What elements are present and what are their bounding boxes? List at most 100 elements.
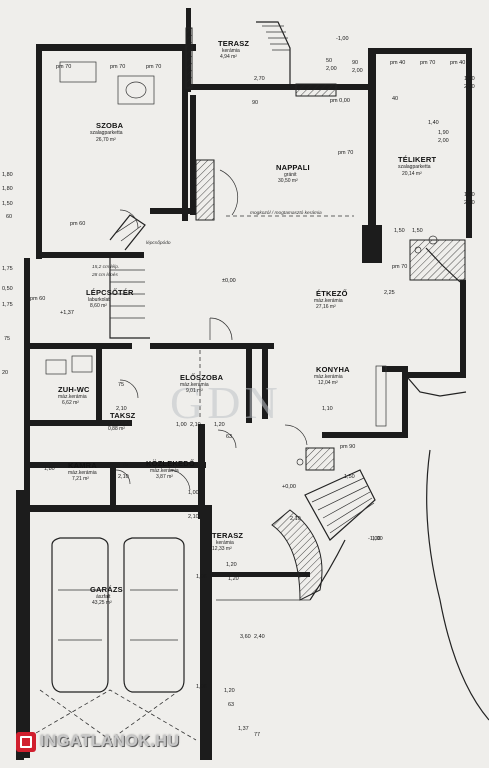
dim-2-25: 2,25 <box>384 290 395 296</box>
room-zuhwc-name: ZUH-WC <box>58 385 90 394</box>
room-terasz-top-material: kerámia <box>222 48 240 54</box>
room-nappali-name: NAPPALI <box>276 163 310 172</box>
dim-1-90-b: 1,90 <box>464 192 475 198</box>
dim-1-37: 1,37 <box>238 726 249 732</box>
room-nappali-material: gránit <box>284 172 297 178</box>
dim-1-10: 1,10 <box>322 406 333 412</box>
room-terasz-top-area: 4,94 m² <box>220 54 237 60</box>
level-entrance: +0,00 <box>282 484 296 490</box>
dim-2-10-e: 2,10 <box>290 516 301 522</box>
logo: INGATLANOK.HU <box>8 730 208 756</box>
dim-90-b: 90 <box>252 100 258 106</box>
dim-75-b: 75 <box>118 382 124 388</box>
dim-1-80-b: 1,80 <box>2 186 13 192</box>
dim-63-a: 63 <box>226 434 232 440</box>
dim-pm70-c: pm 70 <box>146 64 161 70</box>
dim-1-75-b: 1,75 <box>2 302 13 308</box>
dim-20: 20 <box>2 370 8 376</box>
dim-2-10-a: 2,10 <box>116 406 127 412</box>
dim-1-00-a: 1,00 <box>176 422 187 428</box>
dim-2-40: 2,40 <box>254 634 265 640</box>
level-center: ±0,00 <box>222 278 236 284</box>
dim-2-10-c: 2,10 <box>190 422 201 428</box>
dim-pm70-a: pm 70 <box>56 64 71 70</box>
dim-2-00-c: 2,00 <box>438 138 449 144</box>
room-szoba-name: SZOBA <box>96 121 124 130</box>
dim-pm70-e: pm 70 <box>392 264 407 270</box>
dim-1-06-a: 1,06 <box>196 574 207 580</box>
dim-1-50-a: 1,50 <box>2 201 13 207</box>
dimensions: pm 70 pm 70 pm 70 pm 70 pm 70 pm 70 pm 9… <box>2 58 475 738</box>
notes: 15,2 cm lélp. 28 cm lépés mogkozól / mog… <box>91 210 322 278</box>
room-szoba-area: 26,70 m² <box>96 137 116 143</box>
dim-2-00-e: 2,00 <box>464 84 475 90</box>
room-telikert-material: szalagparketta <box>398 164 431 170</box>
dim-1-20-b: 1,20 <box>226 562 237 568</box>
room-kamra-area: 7,21 m² <box>72 476 89 482</box>
room-kamra-name: KAMRA <box>68 461 97 470</box>
dim-1-40: 1,40 <box>428 120 439 126</box>
room-konyha-name: KONYHA <box>316 365 350 374</box>
dim-2-70: 2,70 <box>254 76 265 82</box>
room-terasz-bottom-name: TERASZ <box>212 531 243 540</box>
dim-1-20-c: 1,20 <box>228 576 239 582</box>
watermark: GDN <box>170 377 282 428</box>
dim-pm70-f: pm 70 <box>420 60 435 66</box>
room-szoba-material: szalagparketta <box>90 130 123 136</box>
dim-1-90-c: 1,90 <box>464 76 475 82</box>
dim-1-20-a: 1,20 <box>214 422 225 428</box>
dim-1-00-c: 1,00 <box>372 536 383 542</box>
room-garazs-material: ászfalt <box>96 594 111 600</box>
levels: ±0,00 -1,00 +0,00 pm 0,00 +1,37 -1,00 <box>60 36 381 542</box>
room-eloszoba-name: ELŐSZOBA <box>180 373 224 382</box>
level-outside: -1,00 <box>368 536 381 542</box>
room-taksz-name: TAKSZ <box>110 411 136 420</box>
dim-2-00-d: 2,00 <box>464 200 475 206</box>
room-terasz-bottom-material: kerámia <box>216 540 234 546</box>
door-swings <box>115 169 308 491</box>
room-lepcsoter-name: LÉPCSŐTÉR <box>86 288 134 297</box>
room-lepcsoter-material: laburkolat <box>88 297 110 303</box>
dim-40: 40 <box>392 96 398 102</box>
room-terasz-top-name: TERASZ <box>218 39 249 48</box>
dim-1-90-a: 1,90 <box>438 130 449 136</box>
room-eloszoba-material: máz.kerámia <box>180 382 209 388</box>
logo-text: INGATLANOK.HU <box>40 733 180 750</box>
hatched-elements <box>185 27 466 601</box>
room-labels: TERASZ kerámia 4,94 m² SZOBA szalagparke… <box>58 39 436 606</box>
dim-2-00-a: 2,00 <box>352 68 363 74</box>
note-kitchen: mogkozól / mogtamasztó kerámia <box>250 210 322 216</box>
dim-75-c: 75 <box>122 462 128 468</box>
dim-pm60-a: pm 60 <box>70 221 85 227</box>
dim-3-60: 3,60 <box>240 634 251 640</box>
dim-77: 77 <box>254 732 260 738</box>
room-terasz-bottom-area: 12,33 m² <box>212 546 232 552</box>
dim-2-10-d: 2,10 <box>188 514 199 520</box>
dim-75-a: 75 <box>4 336 10 342</box>
dim-pm40-b: pm 40 <box>450 60 465 66</box>
note-stair-platform: lépcsőpódo <box>146 240 171 246</box>
dim-pm60-b: pm 60 <box>30 296 45 302</box>
dim-pm90: pm 90 <box>340 444 355 450</box>
internal-stair <box>109 214 150 339</box>
room-telikert-name: TÉLIKERT <box>398 155 436 164</box>
note-stair-b: 28 cm lépés <box>91 272 118 278</box>
note-stair-a: 15,2 cm lélp. <box>92 264 119 270</box>
dim-0-50: 0,50 <box>2 286 13 292</box>
dim-1-50-c: 1,50 <box>412 228 423 234</box>
dim-pm70-b: pm 70 <box>110 64 125 70</box>
room-etkezo-name: ÉTKEZŐ <box>316 289 348 298</box>
room-kozlekedo-name: KÖZLEKEDŐ <box>146 459 195 468</box>
dim-2-10-b: 2,10 <box>118 474 129 480</box>
dim-1-00-b: 1,00 <box>188 490 199 496</box>
room-lepcsoter-area: 8,60 m² <box>90 303 107 309</box>
dim-pm70-d: pm 70 <box>338 150 353 156</box>
room-nappali-area: 30,50 m² <box>278 178 298 184</box>
room-kamra-material: máz.kerámia <box>68 470 97 476</box>
dim-60: 60 <box>6 214 12 220</box>
room-kozlekedo-material: máz.kerámia <box>150 468 179 474</box>
room-konyha-area: 12,04 m² <box>318 380 338 386</box>
dim-2-00-b: 2,00 <box>326 66 337 72</box>
dim-50-a: 50 <box>326 58 332 64</box>
